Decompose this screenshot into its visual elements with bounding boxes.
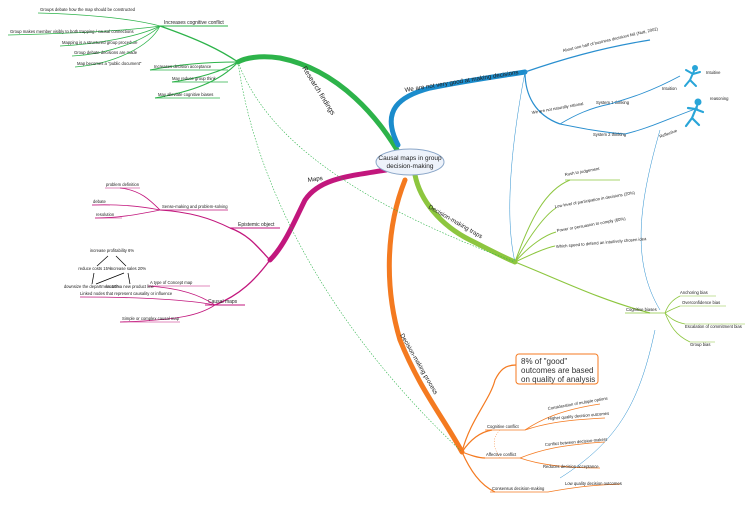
research-c3[interactable]: Mapping is a structured group procedure: [62, 40, 138, 45]
not-good-reflective[interactable]: Reflective: [659, 128, 679, 139]
not-good-intuitive[interactable]: Intuitive: [706, 70, 721, 75]
branch-traps-line: [412, 172, 518, 265]
relation-line-4: [640, 129, 661, 311]
relation-line-3: [509, 71, 526, 263]
center-topic-line2: decision-making: [387, 163, 434, 170]
maps-sense[interactable]: Sense-making and problem-solving: [162, 204, 228, 209]
callout-box[interactable]: [515, 353, 599, 385]
callout-connector: [461, 364, 517, 453]
traps-b2[interactable]: Overconfidence bias: [682, 300, 720, 305]
process-consensus[interactable]: Consensus decision-making: [492, 486, 545, 491]
callout-line2: outcomes are based: [521, 366, 594, 375]
branch-research-line: [235, 54, 403, 158]
relation-line-5: [559, 329, 656, 479]
hub-traps: [513, 260, 517, 264]
research-increase-conflict[interactable]: Increases cognitive conflict: [164, 20, 224, 26]
maps-e3[interactable]: resolution: [96, 212, 115, 217]
research-c4[interactable]: Group debate decisions are made: [74, 50, 138, 55]
thinking-figure-icon: [684, 98, 705, 128]
causal-node-bl: downsize the department 15%: [64, 284, 121, 289]
traps-b1[interactable]: Anchoring bias: [680, 290, 708, 295]
not-good-about-half[interactable]: About one half of business decisions fai…: [562, 26, 659, 53]
branch-maps-line: [267, 167, 389, 263]
process-cc2[interactable]: Higher quality decision outcomes: [548, 411, 610, 421]
research-acceptance[interactable]: Increases decision acceptance: [154, 64, 212, 69]
relation-line-1: [237, 61, 463, 453]
not-good-intuition[interactable]: Intuition: [662, 86, 677, 91]
maps-e1[interactable]: problem definition: [106, 182, 140, 187]
relation-line-2: [237, 61, 516, 263]
branch-not-good-label[interactable]: We are not very good at making decisions: [404, 69, 519, 94]
traps-t1[interactable]: Rush to judgement: [564, 166, 600, 177]
maps-m3[interactable]: Simple or complex causal map: [122, 316, 180, 321]
process-ac2[interactable]: Reduces decision acceptance: [543, 464, 599, 469]
research-c2[interactable]: Group makes member visibly to both trapp…: [10, 29, 134, 34]
maps-causal[interactable]: Causal maps: [208, 299, 238, 305]
not-good-group: About one half of business decisions fai…: [524, 26, 729, 139]
branch-traps-label[interactable]: Decision-making traps: [427, 204, 484, 241]
center-topic-line1: Causal maps in group: [378, 155, 442, 162]
hub-process: [460, 450, 464, 454]
traps-cog-biases[interactable]: Cognitive biases: [626, 307, 657, 312]
not-good-system1[interactable]: System 1 thinking: [596, 100, 630, 105]
causal-map-example: increase profitability 6% reduce costs 1…: [64, 248, 155, 289]
maps-group: Epistemic object Sense-making and proble…: [64, 182, 280, 323]
center-topic[interactable]: [375, 148, 445, 176]
process-cognitive-conflict[interactable]: Cognitive conflict: [487, 424, 519, 429]
traps-t4[interactable]: Which speed to defend an intuitively cho…: [556, 236, 648, 249]
branch-maps-label[interactable]: Maps: [307, 175, 323, 184]
maps-m1[interactable]: A type of Concept map: [150, 280, 193, 285]
running-figure-icon: [684, 65, 701, 87]
research-c5[interactable]: Map becomes a "public document": [77, 61, 142, 66]
process-cs1[interactable]: Low quality decision outcomes: [565, 481, 622, 486]
research-group: Increases cognitive conflict Groups deba…: [7, 7, 239, 99]
not-good-system2[interactable]: System 2 thinking: [593, 132, 627, 137]
process-group: 8% of "good" outcomes are based on quali…: [461, 353, 622, 493]
maps-m2[interactable]: Linked nodes that represent causality or…: [80, 291, 173, 296]
traps-b3[interactable]: Escalation of commitment bias: [685, 324, 742, 329]
callout-line1: 8% of "good": [521, 357, 567, 366]
causal-node-mr: increase sales 20%: [110, 266, 147, 271]
causal-node-br: launch a new product line: [106, 284, 154, 289]
traps-t3[interactable]: Power or persuasion to comply (60%): [556, 216, 626, 233]
not-good-reasoning[interactable]: reasoning: [710, 96, 729, 101]
branch-process-label[interactable]: Decision-making process: [398, 333, 439, 396]
branch-process-line: [386, 177, 465, 455]
traps-group: Rush to judgement Low level of participa…: [514, 166, 745, 347]
causal-node-top: increase profitability 6%: [90, 248, 134, 253]
maps-epistemic[interactable]: Epistemic object: [238, 222, 275, 228]
research-biases[interactable]: May alleviate cognitive biases: [158, 92, 213, 97]
process-cc1[interactable]: Consideration of multiple options: [547, 396, 608, 411]
causal-node-ml: reduce costs 15%: [78, 266, 112, 271]
not-good-not-rational[interactable]: We are not naturally rational: [531, 101, 583, 115]
research-groupthink[interactable]: May reduce group think: [172, 76, 217, 81]
callout-line3: on quality of analysis: [521, 375, 595, 384]
process-affective-conflict[interactable]: Affective conflict: [486, 452, 517, 457]
maps-e2[interactable]: debate: [93, 199, 106, 204]
traps-t2[interactable]: Low level of participation in decisions …: [554, 190, 635, 209]
research-c1[interactable]: Groups debate how the map should be cons…: [40, 7, 136, 12]
branch-not-good-line: [388, 69, 528, 148]
process-ac1[interactable]: Conflict between decision-makers: [545, 437, 608, 447]
traps-b4[interactable]: Group bias: [690, 342, 710, 347]
